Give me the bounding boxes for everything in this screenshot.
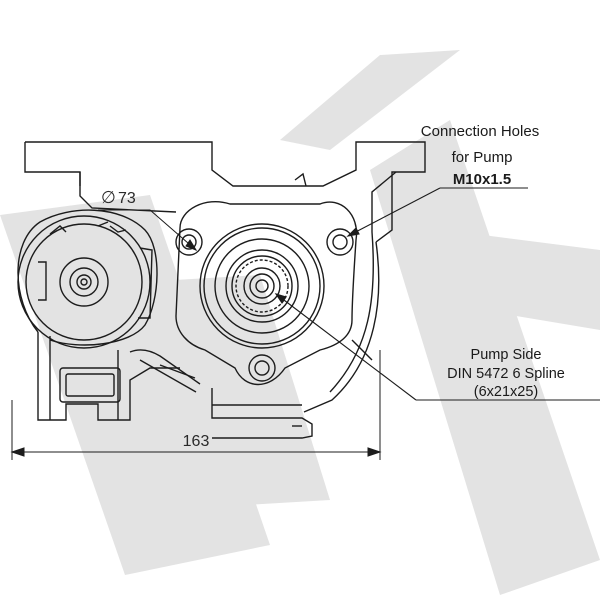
pump-side-label-line1: Pump Side — [471, 347, 542, 363]
mounting-hole-bottom — [248, 354, 276, 382]
housing-right-side — [303, 241, 380, 413]
pump-pilot — [199, 223, 325, 349]
pump-side-label-line2: DIN 5472 6 Spline — [447, 366, 565, 382]
valve-block — [59, 367, 121, 403]
dimension-width-line — [10, 350, 382, 460]
pump-housing — [17, 141, 426, 439]
mounting-hole-left — [175, 228, 203, 256]
diameter-symbol: ∅ — [101, 188, 116, 207]
left-bracket — [37, 332, 180, 421]
bottom-boss — [211, 388, 313, 439]
pump-side-leader — [274, 293, 600, 401]
connection-holes-label-line1: Connection Holes — [421, 123, 539, 140]
connection-holes-thread-spec: M10x1.5 — [453, 171, 511, 188]
left-circular-unit — [17, 209, 158, 349]
diameter-dimension-value: 73 — [118, 190, 136, 207]
width-dimension-value: 163 — [183, 433, 210, 450]
pump-side-label-line3: (6x21x25) — [474, 384, 538, 400]
top-flange — [25, 141, 426, 243]
pump-flange — [175, 201, 358, 385]
connection-holes-label-line2: for Pump — [452, 149, 513, 166]
dimension-diameter-leader — [98, 209, 198, 252]
connection-holes-leader — [346, 187, 528, 237]
mounting-hole-right — [326, 228, 354, 256]
watermark-logo — [0, 50, 600, 595]
